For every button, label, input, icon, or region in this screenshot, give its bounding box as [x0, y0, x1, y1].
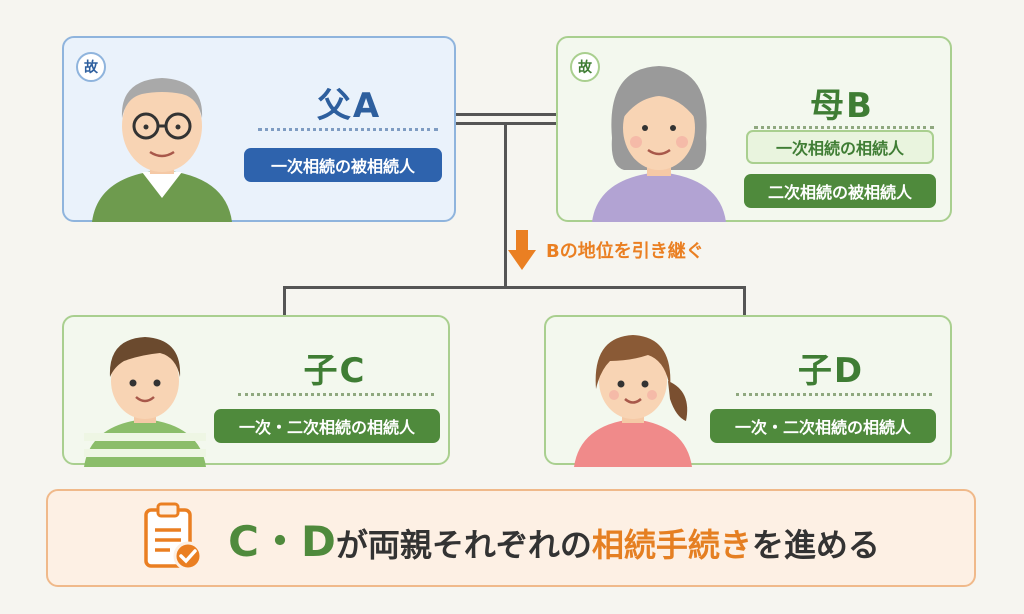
father-role-badge: 一次相続の被相続人	[244, 148, 442, 182]
conclusion-highlight: 相続手続き	[591, 525, 752, 564]
child-d-role-badge: 一次・二次相続の相続人	[710, 409, 936, 443]
mother-divider	[754, 126, 934, 129]
girl-icon	[574, 335, 692, 467]
father-card: 故 父A 一次相続の被相続人	[62, 36, 456, 222]
child-d-name: 子D	[797, 351, 865, 391]
mother-role-badge-second: 二次相続の被相続人	[744, 174, 936, 208]
child-c-name: 子C	[303, 351, 367, 391]
mother-card: 故 母B 一次相続の相続人 二次相続の被相続人	[556, 36, 952, 222]
child-d-drop	[743, 286, 746, 316]
father-name: 父A	[316, 86, 382, 126]
mother-name: 母B	[810, 86, 874, 126]
succession-note: Bの地位を引き継ぐ	[508, 230, 704, 270]
conclusion-part1: が両親それぞれの	[335, 525, 592, 564]
deceased-badge: 故	[76, 52, 106, 82]
succession-note-text: Bの地位を引き継ぐ	[546, 241, 704, 262]
conclusion-part2: を進める	[751, 525, 880, 564]
deceased-badge: 故	[570, 52, 600, 82]
child-c-divider	[238, 393, 434, 396]
conclusion-banner: C・Dが両親それぞれの相続手続きを進める	[46, 489, 976, 587]
father-divider	[258, 128, 438, 131]
child-c-role-badge: 一次・二次相続の相続人	[214, 409, 440, 443]
child-d-divider	[736, 393, 932, 396]
elderly-woman-icon	[592, 66, 726, 222]
child-d-card: 子D 一次・二次相続の相続人	[544, 315, 952, 467]
child-c-card: 子C 一次・二次相続の相続人	[62, 315, 450, 467]
spouse-connector-top	[456, 113, 556, 116]
elderly-man-icon	[92, 78, 232, 222]
mother-role-badge-first: 一次相続の相続人	[746, 130, 934, 164]
boy-icon	[84, 337, 206, 467]
down-arrow-icon	[508, 230, 536, 270]
children-bar	[283, 286, 746, 289]
spouse-connector-bottom	[456, 122, 556, 125]
clipboard-check-icon	[144, 502, 203, 571]
conclusion-subject: C・D	[228, 516, 336, 566]
child-c-drop	[283, 286, 286, 316]
conclusion-text: C・Dが両親それぞれの相続手続きを進める	[228, 508, 880, 569]
descent-line	[504, 125, 507, 288]
